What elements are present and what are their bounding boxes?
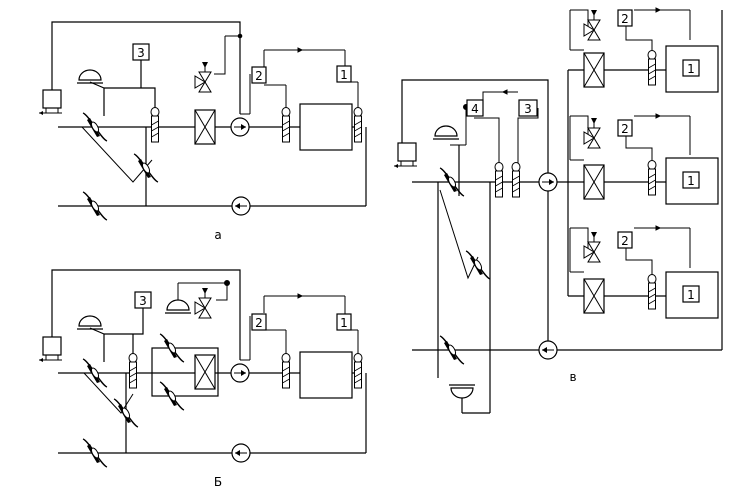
block-2: 2 <box>617 119 633 137</box>
temperature-sensor-icon <box>281 353 291 389</box>
heated-object <box>299 351 353 399</box>
temperature-sensor-icon <box>647 160 657 196</box>
temperature-sensor-icon <box>647 50 657 86</box>
block-4: 4 <box>466 99 484 117</box>
temperature-sensor-icon <box>281 107 291 143</box>
block-1: 1 <box>336 313 352 331</box>
diagram-v: 2 1 2 1 2 1 <box>393 7 723 414</box>
block-2: 2 <box>617 9 633 27</box>
svg-text:3: 3 <box>139 294 147 308</box>
actuator-icon <box>432 125 460 140</box>
pump-icon <box>230 117 250 137</box>
block-1: 1 <box>336 65 352 83</box>
svg-text:4: 4 <box>471 102 479 116</box>
svg-text:2: 2 <box>621 122 629 136</box>
svg-text:2: 2 <box>255 316 263 330</box>
diagram-v-label: в <box>569 370 576 384</box>
temperature-sensor-icon <box>353 107 363 143</box>
control-unit-icon <box>393 142 418 169</box>
diagram-a-label: а <box>214 228 221 242</box>
three-way-valve-icon <box>583 9 601 41</box>
svg-text:1: 1 <box>687 288 695 302</box>
svg-text:1: 1 <box>340 316 348 330</box>
heated-object-block-1: 1 <box>665 45 719 93</box>
three-way-valve-icon <box>583 231 601 263</box>
control-unit-icon <box>38 336 63 363</box>
block-2: 2 <box>251 66 267 84</box>
heat-exchanger-icon <box>583 164 605 200</box>
actuator-icon <box>76 69 104 84</box>
svg-text:3: 3 <box>524 102 532 116</box>
heat-exchanger-icon <box>194 354 216 390</box>
svg-text:2: 2 <box>255 69 263 83</box>
return-pump-icon <box>538 340 558 360</box>
return-pump-icon <box>231 443 251 463</box>
heated-object-block-1: 1 <box>665 157 719 205</box>
control-unit-icon <box>38 89 63 116</box>
svg-text:2: 2 <box>621 234 629 248</box>
diagram-b: 3 2 1 Б <box>38 269 367 488</box>
heat-exchanger-icon <box>583 52 605 88</box>
temperature-sensor-icon <box>353 353 363 389</box>
heated-object <box>299 103 353 151</box>
temperature-sensor-icon <box>150 107 160 143</box>
block-3: 3 <box>134 291 152 309</box>
pump-icon <box>538 172 558 192</box>
three-way-valve-icon <box>194 287 212 319</box>
block-3: 3 <box>518 99 538 117</box>
heat-exchanger-icon <box>583 278 605 314</box>
svg-text:1: 1 <box>687 62 695 76</box>
heated-object-block-1: 1 <box>665 271 719 319</box>
svg-text:2: 2 <box>621 12 629 26</box>
temperature-sensor-icon <box>647 274 657 310</box>
diagram-b-label: Б <box>214 475 222 488</box>
return-pump-icon <box>231 196 251 216</box>
actuator-icon <box>76 315 104 330</box>
svg-text:3: 3 <box>137 46 145 60</box>
svg-text:1: 1 <box>340 68 348 82</box>
three-way-valve-icon <box>194 61 212 93</box>
heat-exchanger-icon <box>194 109 216 145</box>
actuator-icon <box>448 384 476 399</box>
three-way-valve-icon <box>583 117 601 149</box>
svg-text:1: 1 <box>687 174 695 188</box>
temperature-sensor-icon <box>494 162 504 198</box>
actuator-icon <box>164 299 192 314</box>
temperature-sensor-icon <box>511 162 521 198</box>
temperature-sensor-icon <box>128 353 138 389</box>
block-3: 3 <box>132 43 150 61</box>
block-2: 2 <box>617 231 633 249</box>
diagram-a: 3 2 1 а <box>38 21 367 242</box>
pump-icon <box>230 363 250 383</box>
block-2: 2 <box>251 313 267 331</box>
